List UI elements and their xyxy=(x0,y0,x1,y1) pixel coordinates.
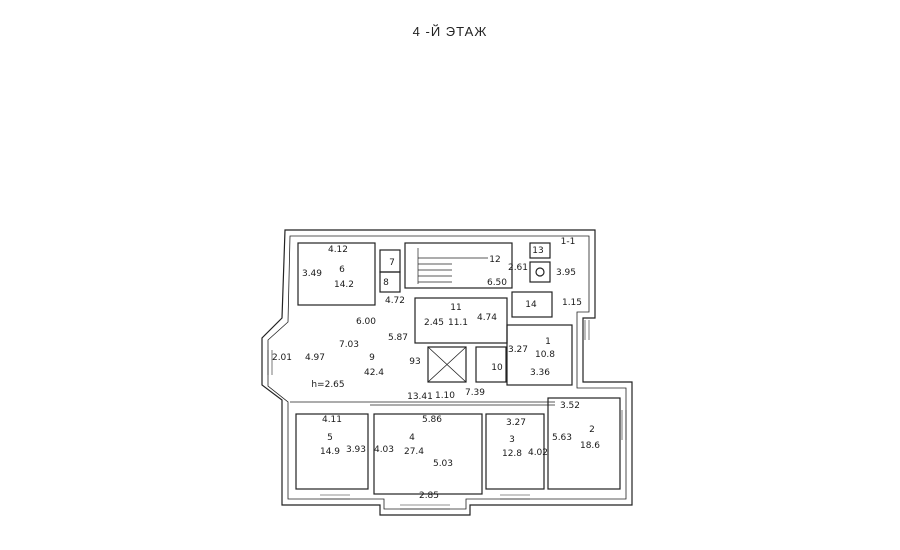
room-2-outline xyxy=(547,397,621,490)
room-5-area: 14.9 xyxy=(320,447,340,457)
room-6-area: 14.2 xyxy=(334,280,354,290)
room-14-outline xyxy=(511,291,553,318)
room-2-number: 2 xyxy=(589,425,595,435)
room-2-dim-2: 5.63 xyxy=(552,433,572,443)
room-13-number: 13 xyxy=(532,246,543,256)
room-13-outline xyxy=(529,242,551,259)
room-6-number: 6 xyxy=(339,265,345,275)
room-6-dim-2: 3.49 xyxy=(302,269,322,279)
room-3-dim-2: 4.02 xyxy=(528,448,548,458)
corridor-line xyxy=(290,401,555,406)
room-3-outline xyxy=(485,413,545,490)
room-5-dim-1: 4.11 xyxy=(322,415,342,425)
room-11-number: 11 xyxy=(450,303,461,313)
room-3-number: 3 xyxy=(509,435,515,445)
room-11-area: 11.1 xyxy=(448,318,468,328)
room-4-outline xyxy=(373,413,483,495)
stair-lines xyxy=(417,248,488,284)
windows xyxy=(267,320,627,510)
ceiling-height: h=2.65 xyxy=(311,380,344,390)
room-1-dim-2: 3.36 xyxy=(530,368,550,378)
room-5-outline xyxy=(295,413,369,490)
room-9-dim-5: 4.72 xyxy=(385,296,405,306)
room-9-dim-3: 5.87 xyxy=(388,333,408,343)
room-4-area: 27.4 xyxy=(404,447,424,457)
room-14-number: 14 xyxy=(525,300,537,310)
room-9-dim-1: 7.03 xyxy=(339,340,359,350)
room-12-number: 12 xyxy=(489,255,500,265)
room-4-dim-2: 4.03 xyxy=(374,445,394,455)
room-7-number: 7 xyxy=(389,258,395,268)
room-1-area: 10.8 xyxy=(535,350,555,360)
room-3-area: 12.8 xyxy=(502,449,522,459)
room-4-dim-3: 5.03 xyxy=(433,459,453,469)
room-1-number: 1 xyxy=(545,337,551,347)
room-9-dim-2: 4.97 xyxy=(305,353,325,363)
dim-115: 1.15 xyxy=(562,298,582,308)
room-6-outline xyxy=(297,242,376,306)
elevator-outline xyxy=(427,346,467,383)
room-5-number: 5 xyxy=(327,433,333,443)
dim-93: 93 xyxy=(409,357,420,367)
room-1-dim-1: 3.27 xyxy=(508,345,528,355)
dim-1341: 13.41 xyxy=(407,392,433,402)
room-8-number: 8 xyxy=(383,278,389,288)
room-10-outline xyxy=(475,346,507,383)
dim-739: 7.39 xyxy=(465,388,485,398)
room-11-dim-1: 2.45 xyxy=(424,318,444,328)
room-12-dim-2: 6.50 xyxy=(487,278,507,288)
room-12-dim-1: 2.61 xyxy=(508,263,528,273)
dim-201: 2.01 xyxy=(272,353,292,363)
room-11-dim-2: 4.74 xyxy=(477,313,497,323)
dim-11: 1-1 xyxy=(561,237,576,247)
room-1-outline xyxy=(506,324,573,386)
room-9-number: 9 xyxy=(369,353,375,363)
room-4-number: 4 xyxy=(409,433,415,443)
room-11-outline xyxy=(414,297,508,344)
room-3-dim-1: 3.27 xyxy=(506,418,526,428)
room-5-dim-2: 3.93 xyxy=(346,445,366,455)
outer-wall xyxy=(261,229,633,516)
room-6-dim-1: 4.12 xyxy=(328,245,348,255)
room-12-outline xyxy=(404,242,513,289)
room-4-dim-1: 5.86 xyxy=(422,415,442,425)
toilet-outline xyxy=(529,261,551,283)
room-10-number: 10 xyxy=(491,363,503,373)
room-4-dim-4: 2.85 xyxy=(419,491,439,501)
room-9-dim-4: 6.00 xyxy=(356,317,376,327)
room-2-dim-1: 3.52 xyxy=(560,401,580,411)
dim-110: 1.10 xyxy=(435,391,455,401)
room-2-area: 18.6 xyxy=(580,441,600,451)
elevator-cross xyxy=(427,346,467,383)
room-9-area: 42.4 xyxy=(364,368,384,378)
room-8-outline xyxy=(379,271,401,293)
dim-395: 3.95 xyxy=(556,268,576,278)
plan-title: 4 -Й ЭТАЖ xyxy=(412,24,488,39)
toilet-icon xyxy=(535,267,545,277)
